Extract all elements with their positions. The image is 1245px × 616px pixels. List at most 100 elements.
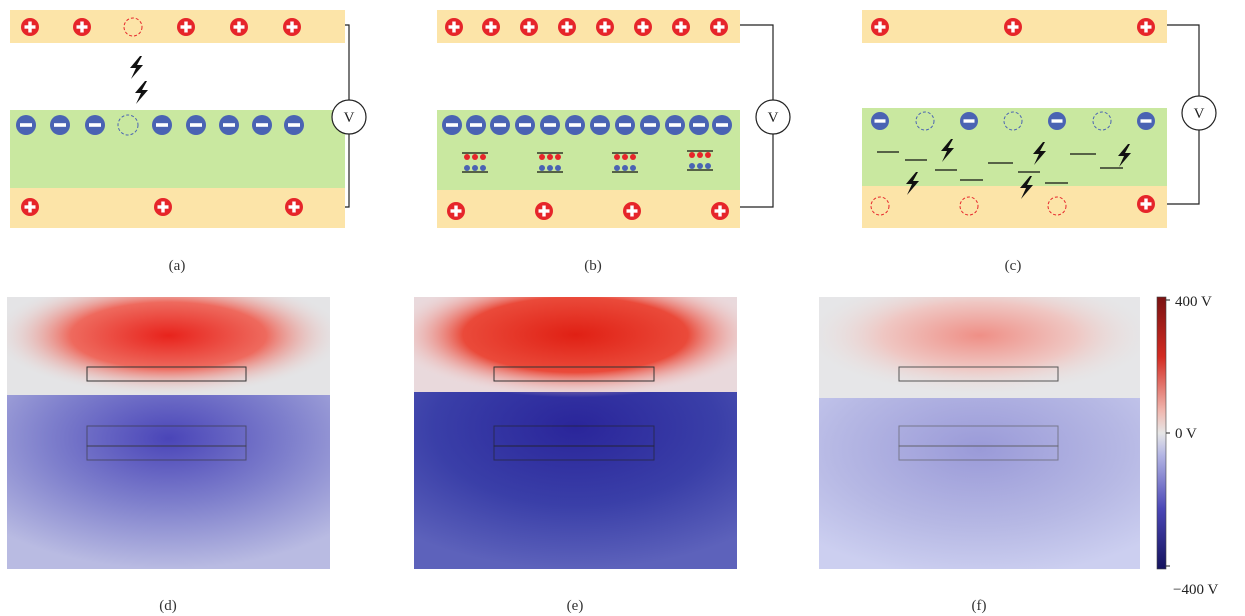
negative-charge [284, 115, 304, 135]
colorbar-gradient [1156, 296, 1167, 570]
negative-charge [960, 112, 978, 130]
panel-caption: (e) [567, 598, 584, 614]
panel-c: V (c) [862, 10, 1217, 274]
negative-charge [712, 115, 732, 135]
voltmeter-label: V [768, 110, 779, 126]
bottom-electrode-outline [493, 445, 655, 461]
negative-potential-region [7, 395, 330, 569]
circuit-wire [345, 24, 350, 100]
negative-charge [50, 115, 70, 135]
bottom-electrode [437, 190, 740, 228]
circuit-wire [740, 24, 774, 100]
positive-charge [21, 18, 39, 36]
missing-negative-charge [117, 114, 139, 136]
voltmeter-label: V [344, 110, 355, 126]
negative-charge [665, 115, 685, 135]
positive-charge [710, 18, 728, 36]
missing-negative-charge [915, 111, 935, 131]
colorbar-mid-label: 0 V [1175, 426, 1197, 442]
positive-charge [447, 202, 465, 220]
missing-negative-charge [1092, 111, 1112, 131]
negative-charge [152, 115, 172, 135]
panel-e: (e) [414, 297, 737, 614]
panel-a: V (a) [10, 10, 367, 274]
negative-charge [16, 115, 36, 135]
negative-charge [186, 115, 206, 135]
positive-charge [285, 198, 303, 216]
negative-charge [590, 115, 610, 135]
negative-charge [689, 115, 709, 135]
missing-positive-charge [123, 17, 143, 37]
voltmeter [331, 99, 367, 135]
positive-potential-region [819, 297, 1140, 407]
negative-potential-region [819, 398, 1140, 569]
positive-charge [73, 18, 91, 36]
negative-potential-region [414, 392, 737, 569]
trap-levels [877, 151, 1123, 184]
potential-colorbar: 400 V 0 V −400 V [1156, 294, 1218, 598]
negative-charge [466, 115, 486, 135]
positive-charge [482, 18, 500, 36]
discharge-bolt-icon [130, 56, 143, 79]
negative-charge [615, 115, 635, 135]
missing-negative-charge [1003, 111, 1023, 131]
positive-charge [21, 198, 39, 216]
positive-charge [1137, 18, 1155, 36]
positive-charge [283, 18, 301, 36]
positive-charge [520, 18, 538, 36]
voltmeter-label: V [1194, 106, 1205, 122]
panel-caption: (a) [169, 258, 186, 274]
positive-charge [535, 202, 553, 220]
positive-potential-region [7, 297, 330, 407]
positive-charge [445, 18, 463, 36]
colorbar-max-label: 400 V [1175, 294, 1212, 310]
missing-positive-charge [1047, 196, 1067, 216]
positive-charge [1137, 195, 1155, 213]
voltmeter [755, 99, 791, 135]
negative-charge [515, 115, 535, 135]
positive-charge [596, 18, 614, 36]
bottom-electrode-outline [86, 445, 247, 461]
negative-charge [252, 115, 272, 135]
negative-charge [490, 115, 510, 135]
panel-b: V (b) [437, 10, 791, 274]
panel-caption: (f) [972, 598, 987, 614]
circuit-wire [740, 134, 774, 208]
missing-positive-charge [959, 196, 979, 216]
positive-charge [230, 18, 248, 36]
positive-charge [623, 202, 641, 220]
circuit-wire [1167, 130, 1200, 205]
top-electrode-outline [86, 366, 247, 382]
positive-charge [672, 18, 690, 36]
top-electrode-outline [898, 366, 1059, 382]
positive-charge [558, 18, 576, 36]
positive-potential-region [414, 297, 737, 405]
panel-caption: (d) [159, 598, 177, 614]
panel-caption: (b) [584, 258, 602, 274]
circuit-wire [1167, 24, 1200, 96]
panel-caption: (c) [1005, 258, 1022, 274]
negative-charge [871, 112, 889, 130]
positive-charge [177, 18, 195, 36]
negative-charge [1048, 112, 1066, 130]
negative-charge [640, 115, 660, 135]
bottom-electrode [862, 186, 1167, 228]
circuit-wire [345, 134, 350, 208]
negative-charge [219, 115, 239, 135]
positive-charge [154, 198, 172, 216]
panel-d: (d) [7, 297, 330, 614]
negative-charge [1137, 112, 1155, 130]
positive-charge [1004, 18, 1022, 36]
colorbar-min-label: −400 V [1173, 582, 1218, 598]
positive-charge [711, 202, 729, 220]
negative-charge [565, 115, 585, 135]
voltmeter [1181, 95, 1217, 131]
bottom-electrode-outline [898, 445, 1059, 461]
positive-charge [871, 18, 889, 36]
negative-charge [85, 115, 105, 135]
panel-f: (f) [819, 297, 1140, 614]
top-electrode-outline [493, 366, 655, 382]
positive-charge [634, 18, 652, 36]
missing-positive-charge [870, 196, 890, 216]
